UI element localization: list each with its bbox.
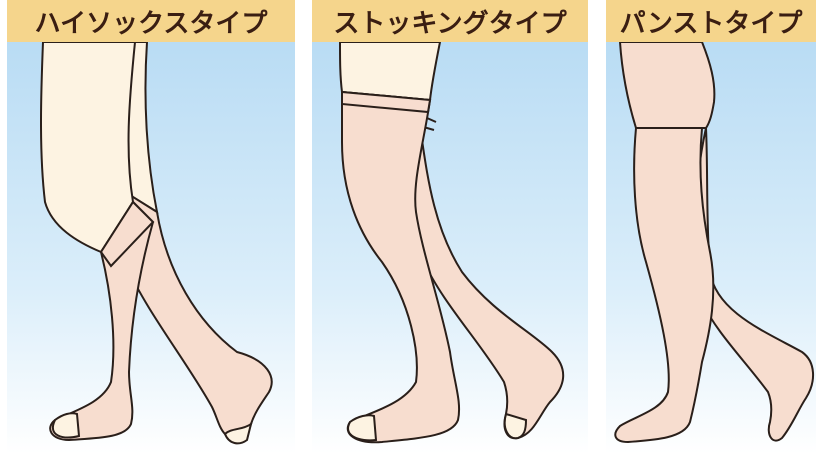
illustration-pantyhose: [606, 42, 816, 454]
panel-pantyhose: パンストタイプ: [606, 0, 816, 454]
panel-title: ハイソックスタイプ: [7, 0, 295, 42]
panel-title: パンストタイプ: [606, 0, 816, 42]
illustration-stocking: [312, 42, 588, 454]
panel-high-sock: ハイソックスタイプ: [7, 0, 295, 454]
hip: [620, 42, 714, 128]
illustration-high-sock: [7, 42, 295, 454]
panel-title: ストッキングタイプ: [312, 0, 588, 42]
panel-stocking: ストッキングタイプ: [312, 0, 588, 454]
